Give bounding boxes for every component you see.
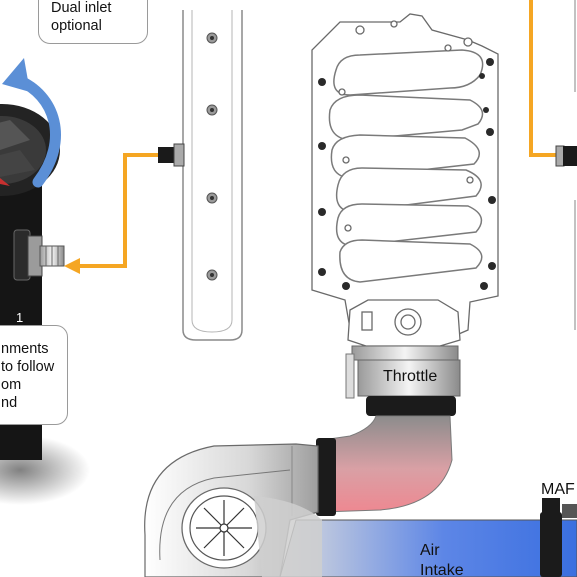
- throttle-label: Throttle: [383, 368, 437, 385]
- valve-cover-right: [529, 0, 577, 330]
- callout-line: om: [1, 377, 22, 393]
- callout-line: nd: [1, 395, 18, 411]
- dual-inlet-callout: Dual inlet optional: [38, 0, 148, 44]
- throttle-body: [345, 345, 461, 416]
- compressor-wheel-icon: [196, 500, 252, 556]
- hot-side-pipe: [321, 415, 453, 513]
- rotation-arrow-icon: [2, 58, 61, 188]
- callout-line: to follow: [1, 359, 55, 375]
- valve-cover-left: [158, 10, 243, 341]
- air-intake-label-line2: Intake: [420, 562, 464, 577]
- alignment-callout: nments to follow om nd: [0, 325, 68, 425]
- callout-line: Dual inlet: [51, 0, 112, 16]
- maf-label: MAF: [541, 481, 575, 498]
- callout-line: nments: [1, 341, 49, 357]
- intake-manifold: [311, 13, 499, 347]
- callout-line: optional: [51, 18, 102, 34]
- canister-number: 1: [16, 310, 23, 325]
- pcv-hose: [76, 153, 158, 268]
- air-intake-label-line1: Air: [420, 542, 440, 559]
